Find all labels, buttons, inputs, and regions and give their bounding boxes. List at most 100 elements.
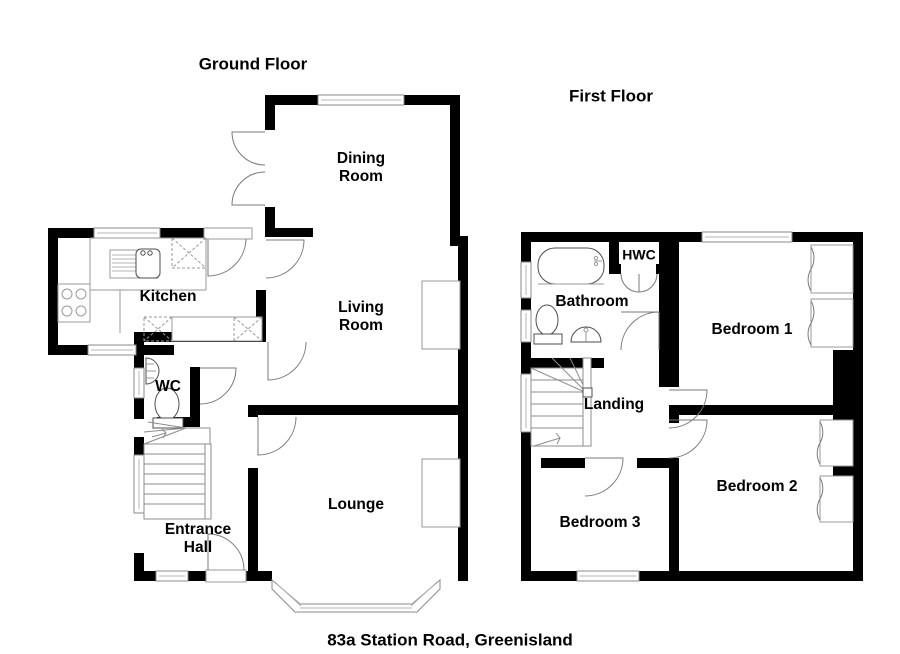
first-floor-title: First Floor bbox=[569, 86, 653, 105]
address-title: 83a Station Road, Greenisland bbox=[327, 630, 573, 649]
first-floor-room-labels: Bathroom HWC Landing Bedroom 1 Bedroom 2… bbox=[555, 247, 797, 531]
wall-bedroom3-east bbox=[669, 458, 679, 581]
room-label-wc: WC bbox=[155, 378, 181, 395]
wardrobe-bedroom-1-upper bbox=[807, 244, 854, 294]
wall-first-west-a bbox=[521, 232, 531, 264]
wall-bathroom-east bbox=[659, 242, 669, 387]
wall-lounge-north bbox=[248, 405, 460, 415]
room-label-landing: Landing bbox=[584, 396, 644, 413]
wall-first-north-right bbox=[790, 232, 863, 242]
wall-first-west-b bbox=[521, 296, 531, 312]
wall-first-south-left bbox=[521, 571, 579, 581]
door-front-entrance bbox=[205, 533, 247, 583]
window-entrance-hall-south bbox=[155, 570, 189, 582]
wall-hall-south-mid bbox=[185, 571, 207, 581]
door-living-room bbox=[267, 341, 307, 381]
window-kitchen-north bbox=[93, 227, 161, 239]
door-bathroom bbox=[620, 311, 660, 351]
wardrobe-bedroom-2-upper bbox=[816, 419, 854, 467]
wall-bedroom1-west-lower bbox=[669, 340, 679, 387]
ground-floor-title: Ground Floor bbox=[199, 54, 308, 73]
kitchen-hob bbox=[57, 283, 91, 323]
wall-living-lounge-east bbox=[458, 236, 468, 581]
wall-kitchen-west bbox=[48, 228, 58, 346]
door-bedroom-1 bbox=[668, 389, 708, 429]
bath bbox=[537, 247, 605, 285]
first-floor-windows bbox=[520, 231, 793, 582]
bathroom-toilet bbox=[533, 304, 563, 345]
ground-floor-doors bbox=[199, 131, 307, 583]
door-wc bbox=[199, 367, 237, 405]
room-label-bedroom-2: Bedroom 2 bbox=[717, 478, 798, 495]
wall-first-west-c bbox=[521, 340, 531, 376]
room-label-dining-room-line2: Room bbox=[339, 168, 383, 185]
kitchen-sink bbox=[135, 248, 161, 279]
door-kitchen-to-hall bbox=[265, 239, 305, 279]
wall-kitchen-partition-a bbox=[134, 332, 171, 342]
room-label-dining-room: Dining bbox=[337, 150, 385, 167]
bathroom-basin bbox=[570, 326, 602, 343]
room-label-bathroom: Bathroom bbox=[555, 293, 628, 310]
room-label-living-room-line2: Room bbox=[339, 317, 383, 334]
wall-hall-lounge-partition bbox=[248, 468, 258, 573]
window-entrance-hall-west bbox=[133, 454, 145, 514]
wall-living-west-upper bbox=[256, 290, 266, 342]
first-floor-plan: Bathroom HWC Landing Bedroom 1 Bedroom 2… bbox=[520, 231, 863, 582]
wardrobe-bedroom-1-lower bbox=[807, 298, 854, 348]
wall-hall-south-right bbox=[244, 571, 272, 581]
wall-bedroom3-north-a bbox=[541, 458, 585, 468]
wall-hwc-west bbox=[609, 242, 619, 272]
door-lounge bbox=[257, 416, 297, 456]
wall-dining-east bbox=[450, 95, 460, 240]
wall-landing-east-stub bbox=[669, 405, 679, 423]
living-room-fireplace bbox=[421, 280, 461, 350]
room-label-entrance-hall-line2: Hall bbox=[184, 539, 212, 556]
ground-floor-room-labels: Dining Room Kitchen Living Room WC Entra… bbox=[140, 150, 386, 556]
wall-kitchen-north-right bbox=[158, 228, 206, 238]
wall-bedroom1-west-upper bbox=[669, 242, 679, 387]
room-label-hwc: HWC bbox=[622, 247, 655, 263]
door-bedroom-2 bbox=[668, 419, 708, 459]
window-wc-west bbox=[133, 367, 145, 399]
room-label-kitchen: Kitchen bbox=[140, 288, 197, 305]
wall-hwc-sw bbox=[609, 264, 621, 274]
wc-fixtures bbox=[145, 357, 184, 429]
wardrobe-bedroom-2-lower bbox=[816, 475, 854, 523]
wall-kitchen-hall-partition bbox=[134, 332, 144, 367]
wall-bathroom-east-lower bbox=[659, 340, 669, 387]
room-label-entrance-hall: Entrance bbox=[165, 521, 232, 538]
ground-floor-plan: Dining Room Kitchen Living Room WC Entra… bbox=[48, 94, 468, 613]
wall-bedroom1-south bbox=[669, 405, 834, 415]
door-bedroom-3 bbox=[584, 457, 624, 497]
window-kitchen-south bbox=[87, 344, 137, 356]
window-dining-room-north bbox=[317, 94, 405, 106]
wall-first-east-thick bbox=[833, 350, 863, 413]
door-kitchen-east bbox=[203, 227, 253, 277]
room-label-bedroom-1: Bedroom 1 bbox=[712, 321, 793, 338]
wall-kitchen-passage-top bbox=[265, 228, 313, 237]
wall-hall-west-c bbox=[134, 553, 144, 581]
window-bedroom-3-south bbox=[576, 570, 640, 582]
door-hwc-double bbox=[620, 273, 658, 293]
kitchen-base-units bbox=[143, 316, 263, 342]
wall-kitchen-south-left bbox=[48, 345, 90, 355]
wc-basin bbox=[145, 357, 160, 385]
kitchen-fixtures bbox=[57, 237, 263, 342]
kitchen-tall-unit bbox=[171, 237, 207, 269]
room-label-lounge: Lounge bbox=[328, 496, 384, 513]
window-bedroom-1-north bbox=[701, 231, 793, 243]
bedroom-wardrobes bbox=[807, 244, 854, 523]
first-floor-doors bbox=[584, 273, 708, 497]
wall-hall-south-left bbox=[134, 571, 158, 581]
wall-dining-west-lower bbox=[265, 207, 275, 235]
wall-dining-north-left bbox=[265, 95, 320, 105]
window-landing-west bbox=[520, 373, 532, 433]
wall-first-south-right bbox=[637, 571, 863, 581]
lounge-bay-window bbox=[271, 578, 441, 613]
wall-dining-west-upper bbox=[265, 95, 275, 130]
wall-kitchen-south-right bbox=[134, 345, 174, 355]
staircase-down bbox=[530, 357, 593, 447]
wall-wc-east bbox=[190, 367, 200, 395]
door-dining-room-west-double bbox=[231, 131, 266, 206]
